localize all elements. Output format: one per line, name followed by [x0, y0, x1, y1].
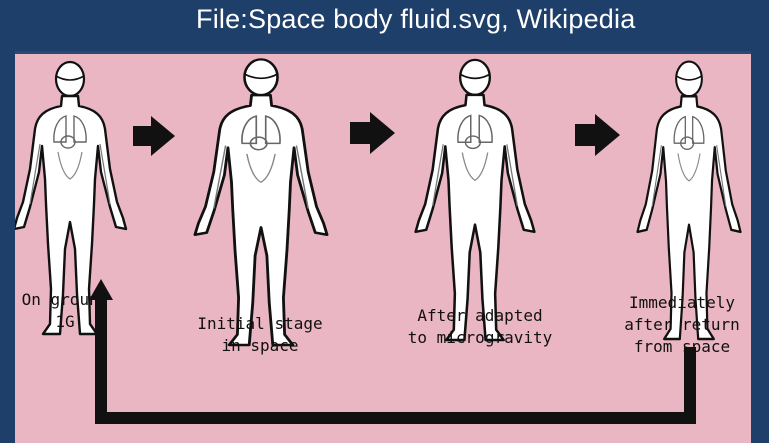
arrow-right-icon — [133, 116, 175, 156]
image-caption: File:Space body fluid.svg, Wikipedia — [196, 4, 635, 35]
label-on-ground: On ground 1G — [15, 289, 115, 333]
body-fluid-diagram — [15, 54, 751, 443]
diagram-panel: On ground 1G Initial stage in space Afte… — [15, 51, 751, 443]
figure-initial-space — [195, 59, 327, 345]
label-adapted: After adapted to microgravity — [380, 305, 580, 349]
arrow-right-icon — [350, 112, 395, 154]
label-initial-space: Initial stage in space — [175, 313, 345, 357]
arrow-right-icon — [575, 114, 620, 156]
figure-adapted — [416, 60, 535, 340]
label-after-return: Immediately after return from space — [613, 292, 751, 358]
